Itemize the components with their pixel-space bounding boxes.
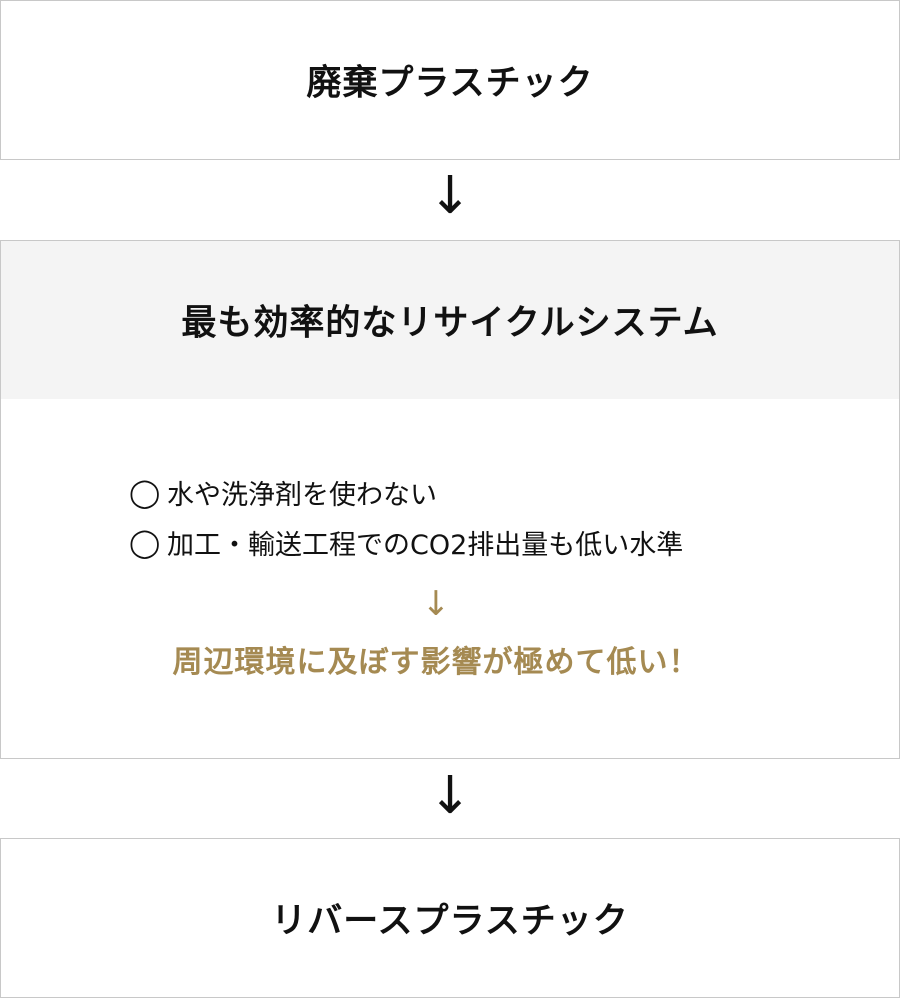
- result-statement: 周辺環境に及ぼす影響が極めて低い！: [172, 645, 700, 680]
- feature-text: 加工・輸送工程でのCO2排出量も低い水準: [167, 529, 684, 561]
- result-arrow-icon: ↓: [421, 584, 451, 624]
- process-step-header: 最も効率的なリサイクルシステム: [0, 240, 900, 400]
- feature-list: ◯ 水や洗浄剤を使わない ◯ 加工・輸送工程でのCO2排出量も低い水準: [129, 467, 683, 567]
- input-step-box: 廃棄プラスチック: [0, 0, 900, 160]
- feature-item: ◯ 水や洗浄剤を使わない: [129, 467, 683, 517]
- output-step-box: リバースプラスチック: [0, 838, 900, 998]
- process-step-details: ◯ 水や洗浄剤を使わない ◯ 加工・輸送工程でのCO2排出量も低い水準 ↓ 周辺…: [0, 399, 900, 759]
- circle-icon: ◯: [129, 475, 161, 509]
- input-step-title: 廃棄プラスチック: [306, 63, 594, 104]
- circle-icon: ◯: [129, 525, 161, 559]
- feature-item: ◯ 加工・輸送工程でのCO2排出量も低い水準: [129, 517, 683, 567]
- output-step-title: リバースプラスチック: [271, 901, 629, 942]
- feature-text: 水や洗浄剤を使わない: [167, 479, 437, 511]
- down-arrow-icon: ↓: [428, 766, 472, 826]
- process-step-title: 最も効率的なリサイクルシステム: [181, 303, 719, 344]
- down-arrow-icon: ↓: [428, 166, 472, 226]
